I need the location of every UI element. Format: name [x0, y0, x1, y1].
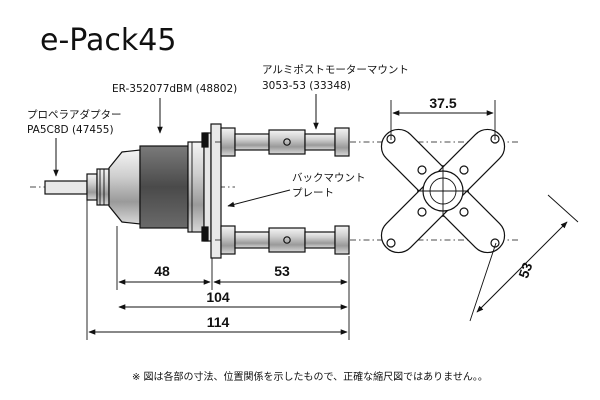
- back-mount-plate: [210, 123, 222, 259]
- dim-53-side-value: 53: [274, 263, 290, 279]
- scale-note: ※ 図は各部の寸法、位置関係を示したもので、正確な縮尺図ではありません。。: [132, 370, 488, 383]
- aluminium-post-lower: [215, 225, 520, 255]
- title: e-Pack45: [40, 23, 176, 58]
- motor: [108, 132, 212, 242]
- dimension-37-5: 37.5: [390, 95, 496, 140]
- back-mount-label-2: プレート: [292, 187, 334, 199]
- back-mount-label-1: バックマウント: [292, 172, 366, 184]
- dim-53-diagonal-value: 53: [515, 260, 535, 280]
- dimension-53-side: 53: [213, 256, 350, 340]
- back-mount-leader: [227, 189, 291, 208]
- dim-37-5-value: 37.5: [429, 95, 456, 111]
- prop-adapter-part: PA5C8D (47455): [27, 124, 114, 136]
- mount-part: 3053-53 (33348): [262, 80, 351, 92]
- mount-label: アルミポストモーターマウント: [262, 64, 409, 76]
- prop-adapter-label: プロペラアダプター: [27, 108, 122, 121]
- dim-114-value: 114: [207, 314, 230, 330]
- motor-label: ER-352077dBM (48802): [112, 83, 237, 95]
- dimension-48: 48: [116, 226, 213, 290]
- dimension-114: 114: [86, 200, 348, 340]
- dimension-104: 104: [118, 289, 348, 310]
- propeller-adapter: [44, 168, 110, 206]
- dimension-53-diagonal: 53: [469, 194, 579, 322]
- dim-48-value: 48: [154, 263, 170, 279]
- aluminium-post-upper: [215, 127, 520, 157]
- dim-104-value: 104: [206, 289, 230, 305]
